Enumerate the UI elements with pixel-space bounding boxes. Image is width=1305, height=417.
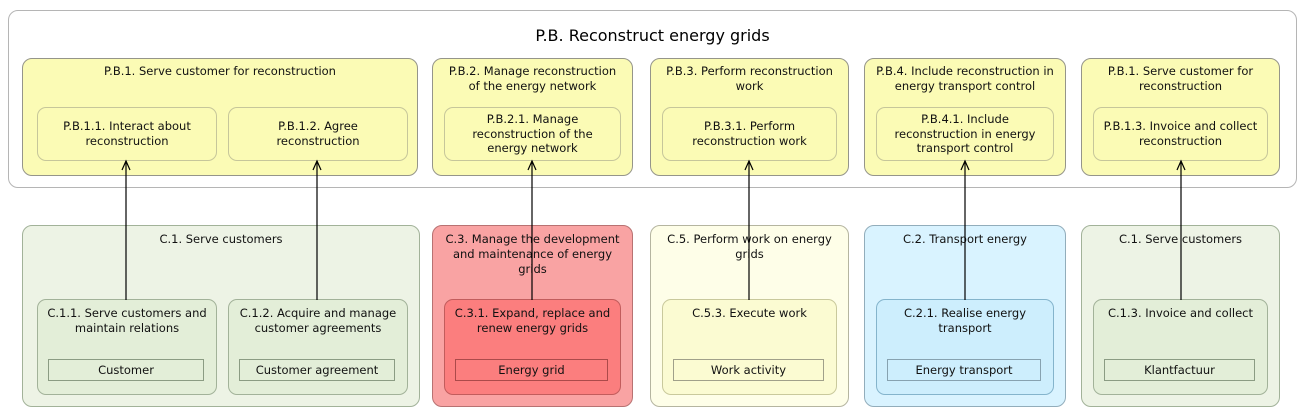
capability-node-c12: C.1.2. Acquire and manage customer agree… — [228, 299, 408, 395]
process-node-pb21: P.B.2.1. Manage reconstruction of the en… — [444, 107, 621, 161]
process-group-pb4: P.B.4. Include reconstruction in energy … — [864, 58, 1066, 176]
capability-label: C.3.1. Expand, replace and renew energy … — [454, 306, 611, 335]
object-customer-agreement: Customer agreement — [239, 359, 395, 381]
process-node-pb11: P.B.1.1. Interact about reconstruction — [37, 107, 217, 161]
process-group-title: P.B.2. Manage reconstruction of the ener… — [448, 64, 617, 93]
capability-group-title: C.3. Manage the development and maintena… — [445, 232, 620, 276]
capability-label: C.1.3. Invoice and collect — [1107, 306, 1253, 320]
process-group-title: P.B.1. Serve customer for reconstruction — [1107, 64, 1254, 93]
diagram-title: P.B. Reconstruct energy grids — [535, 26, 770, 45]
capability-label: C.2.1. Realise energy transport — [903, 306, 1027, 335]
capability-group-c5: C.5. Perform work on energy grids C.5.3.… — [650, 225, 849, 407]
capability-group-title: C.1. Serve customers — [1118, 232, 1243, 246]
capability-group-c2: C.2. Transport energy C.2.1. Realise ene… — [864, 225, 1066, 407]
process-node-pb13: P.B.1.3. Invoice and collect reconstruct… — [1093, 107, 1268, 161]
capability-group-title: C.1. Serve customers — [159, 232, 283, 246]
capability-group-title: C.2. Transport energy — [902, 232, 1027, 246]
process-group-pb1b: P.B.1. Serve customer for reconstruction… — [1081, 58, 1280, 176]
process-node-pb41: P.B.4.1. Include reconstruction in energ… — [876, 107, 1054, 161]
process-group-pb1: P.B.1. Serve customer for reconstruction… — [22, 58, 418, 176]
process-group-title: P.B.3. Perform reconstruction work — [666, 64, 833, 93]
capability-group-c3: C.3. Manage the development and maintena… — [432, 225, 633, 407]
capability-label: C.1.2. Acquire and manage customer agree… — [239, 306, 397, 335]
process-node-pb12: P.B.1.2. Agree reconstruction — [228, 107, 408, 161]
capability-group-title: C.5. Perform work on energy grids — [667, 232, 832, 261]
object-energy-grid: Energy grid — [455, 359, 608, 381]
capability-node-c11: C.1.1. Serve customers and maintain rela… — [37, 299, 217, 395]
capability-label: C.5.3. Execute work — [692, 306, 807, 320]
capability-node-c53: C.5.3. Execute work Work activity — [662, 299, 837, 395]
process-node-pb31: P.B.3.1. Perform reconstruction work — [662, 107, 837, 161]
capability-group-c1: C.1. Serve customers C.1.1. Serve custom… — [22, 225, 420, 407]
object-energy-transport: Energy transport — [887, 359, 1041, 381]
process-group-title: P.B.1. Serve customer for reconstruction — [104, 64, 336, 78]
capability-node-c31: C.3.1. Expand, replace and renew energy … — [444, 299, 621, 395]
process-group-pb3: P.B.3. Perform reconstruction work P.B.3… — [650, 58, 849, 176]
process-group-pb2: P.B.2. Manage reconstruction of the ener… — [432, 58, 633, 176]
capability-label: C.1.1. Serve customers and maintain rela… — [47, 306, 207, 335]
object-customer: Customer — [48, 359, 204, 381]
capability-node-c13: C.1.3. Invoice and collect Klantfactuur — [1093, 299, 1268, 395]
capability-group-c1b: C.1. Serve customers C.1.3. Invoice and … — [1081, 225, 1280, 407]
capability-node-c21: C.2.1. Realise energy transport Energy t… — [876, 299, 1054, 395]
object-work-activity: Work activity — [673, 359, 824, 381]
process-group-title: P.B.4. Include reconstruction in energy … — [876, 64, 1054, 93]
object-klantfactuur: Klantfactuur — [1104, 359, 1255, 381]
